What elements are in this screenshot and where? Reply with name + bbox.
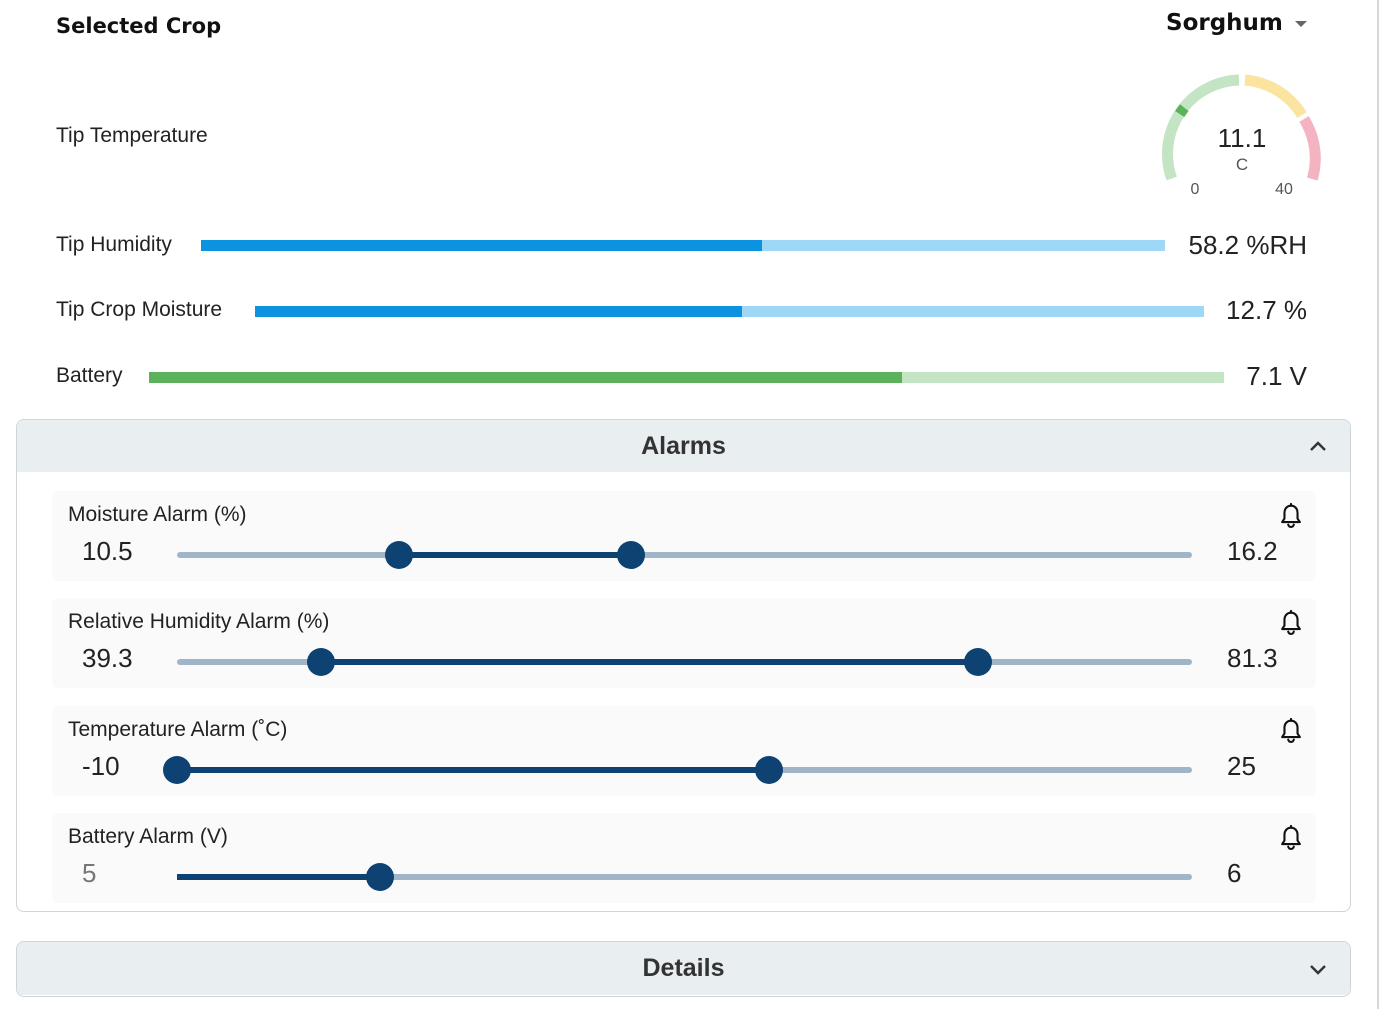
slider-selected-range — [177, 767, 769, 773]
slider-thumb-high[interactable] — [616, 541, 645, 569]
tip-crop-moisture-value: 12.7 % — [1226, 295, 1307, 325]
moisture-alarm-label: Moisture Alarm (%) — [68, 503, 247, 526]
bell-icon[interactable] — [1277, 824, 1305, 852]
moisture-alarm-max: 16.2 — [1227, 536, 1278, 566]
slider-thumb-high[interactable] — [963, 648, 992, 676]
battery-bar — [149, 372, 1224, 383]
selected-crop-label: Selected Crop — [56, 14, 222, 38]
scrollbar[interactable] — [1377, 0, 1379, 1009]
tip-humidity-bar — [201, 240, 1165, 251]
bell-icon[interactable] — [1277, 717, 1305, 745]
gauge-unit: C — [1236, 155, 1248, 174]
temperature-alarm-min: -10 — [82, 751, 120, 781]
bar-track — [762, 240, 1165, 251]
tip-temperature-label: Tip Temperature — [56, 124, 208, 147]
crop-dropdown-value: Sorghum — [1166, 10, 1283, 36]
bar-track — [741, 306, 1204, 317]
gauge-band-yellow — [1244, 74, 1307, 119]
caret-down-icon — [1294, 21, 1307, 27]
tip-humidity-value: 58.2 %RH — [1188, 230, 1308, 260]
temperature-gauge: 11.1 C 0 40 — [1158, 70, 1328, 205]
battery-alarm-label: Battery Alarm (V) — [68, 825, 228, 848]
alarms-title: Alarms — [641, 431, 726, 460]
bar-track — [901, 372, 1224, 383]
moisture-alarm-min: 10.5 — [82, 536, 133, 566]
humidity-alarm-slider[interactable] — [177, 648, 1192, 676]
moisture-alarm-row: Moisture Alarm (%) 10.5 16.2 — [52, 491, 1316, 581]
bar-fill — [149, 372, 902, 383]
bar-fill — [201, 240, 763, 251]
slider-thumb-low[interactable] — [385, 541, 414, 569]
humidity-alarm-row: Relative Humidity Alarm (%) 39.3 81.3 — [52, 598, 1316, 688]
temperature-alarm-row: Temperature Alarm (˚C) -10 25 — [52, 706, 1316, 796]
humidity-alarm-max: 81.3 — [1227, 643, 1278, 673]
temperature-alarm-label: Temperature Alarm (˚C) — [68, 718, 288, 741]
bell-icon[interactable] — [1277, 609, 1305, 637]
battery-value: 7.1 V — [1246, 361, 1307, 391]
crop-dropdown[interactable]: Sorghum — [1166, 10, 1307, 36]
slider-selected-range — [177, 874, 380, 880]
battery-label: Battery — [56, 364, 123, 387]
humidity-alarm-min: 39.3 — [82, 643, 133, 673]
chevron-up-icon[interactable] — [1308, 436, 1328, 456]
details-header[interactable]: Details — [17, 942, 1350, 995]
details-title: Details — [642, 954, 725, 982]
bell-icon[interactable] — [1277, 502, 1305, 530]
battery-alarm-slider[interactable] — [177, 863, 1192, 891]
chevron-down-icon[interactable] — [1308, 959, 1328, 979]
gauge-needle — [1175, 104, 1189, 118]
slider-thumb-high[interactable] — [754, 756, 783, 784]
gauge-value: 11.1 — [1218, 123, 1267, 153]
gauge-min: 0 — [1191, 181, 1200, 198]
slider-selected-range — [321, 659, 978, 665]
tip-humidity-label: Tip Humidity — [56, 233, 172, 256]
gauge-band-red — [1299, 116, 1321, 181]
battery-alarm-row: Battery Alarm (V) 5 6 — [52, 813, 1316, 903]
humidity-alarm-label: Relative Humidity Alarm (%) — [68, 610, 330, 633]
gauge-max: 40 — [1275, 181, 1293, 198]
tip-crop-moisture-label: Tip Crop Moisture — [56, 298, 223, 321]
temperature-alarm-max: 25 — [1227, 751, 1256, 781]
battery-alarm-max: 6 — [1227, 858, 1242, 888]
details-panel: Details — [16, 941, 1351, 997]
temperature-alarm-slider[interactable] — [163, 756, 1192, 784]
battery-alarm-min: 5 — [82, 858, 97, 888]
slider-thumb-high[interactable] — [366, 863, 394, 891]
alarms-header[interactable]: Alarms — [17, 420, 1350, 472]
tip-crop-moisture-bar — [255, 306, 1204, 317]
bar-fill — [255, 306, 742, 317]
slider-thumb-low[interactable] — [163, 756, 191, 784]
slider-thumb-low[interactable] — [307, 648, 336, 676]
moisture-alarm-slider[interactable] — [177, 541, 1192, 569]
slider-selected-range — [399, 552, 631, 558]
